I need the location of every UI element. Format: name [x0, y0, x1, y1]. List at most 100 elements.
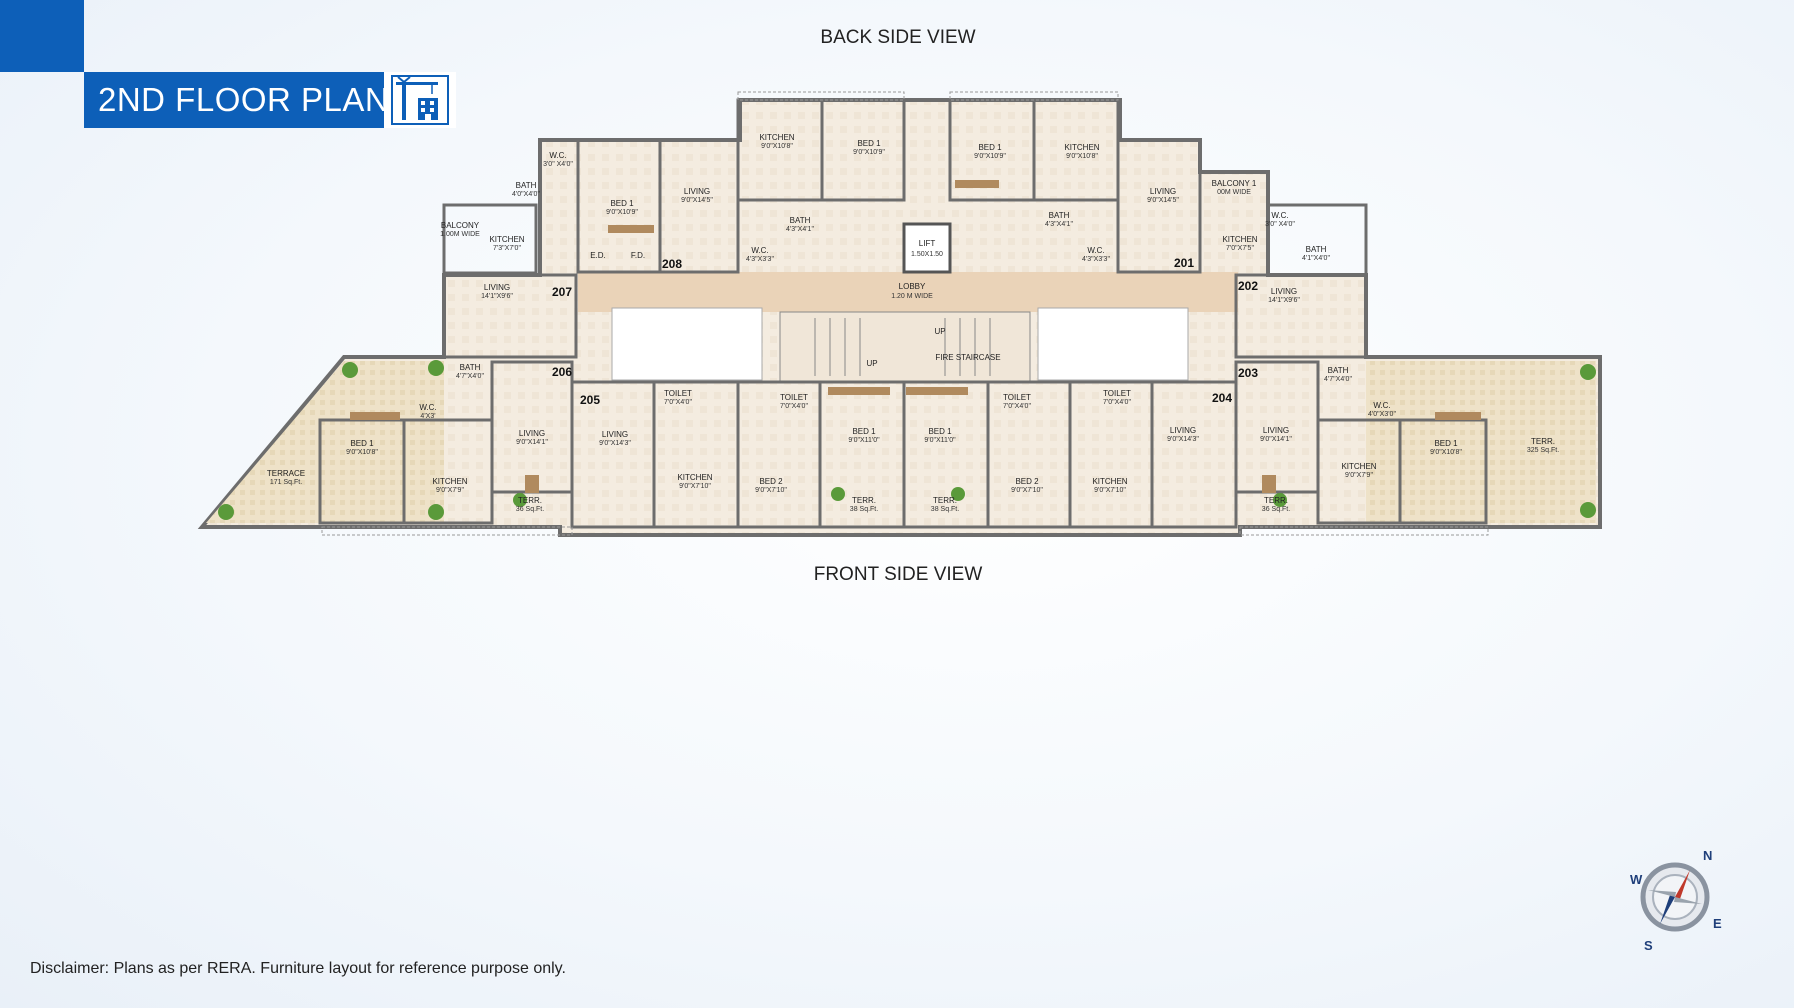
room-name: KITCHEN [432, 477, 467, 486]
room-name: BED 1 [857, 139, 881, 148]
room-name: TOILET [664, 389, 692, 398]
stair-up-label: UP [866, 359, 877, 368]
room-dimension: 9'0"X11'0" [924, 437, 956, 444]
room-name: TERR. [852, 496, 876, 505]
room-name: LIVING [519, 429, 545, 438]
room-name: BED 2 [759, 477, 783, 486]
fire-staircase-label: FIRE STAIRCASE [935, 353, 1000, 362]
room-dimension: 9'0"X11'0" [848, 437, 880, 444]
unit-number: 205 [580, 393, 600, 407]
plants [218, 360, 1596, 520]
room-name: TERR. [1264, 496, 1288, 505]
room-dimension: 9'0"X10'8" [1430, 449, 1462, 456]
compass-north: N [1703, 848, 1712, 863]
room-dimension: 4'3"X3'3" [1082, 256, 1110, 263]
room-name: W.C. [751, 246, 768, 255]
room-dimension: 171 Sq.Ft. [270, 479, 302, 486]
room-dimension: 38 Sq.Ft. [850, 506, 878, 513]
room-dimension: 7'0"X4'0" [1103, 399, 1131, 406]
room-name: KITCHEN [677, 473, 712, 482]
room-dimension: 9'0"X10'9" [853, 149, 885, 156]
room-dimension: 3'0" X4'0" [543, 161, 573, 168]
room-name: TOILET [1103, 389, 1131, 398]
room-dimension: 36 Sq.Ft. [1262, 506, 1290, 513]
room-labels: KITCHEN 9'0"X10'8" BED 1 9'0"X10'9" BED … [267, 133, 1559, 513]
room-name: TOILET [780, 393, 808, 402]
room-name: BED 1 [610, 199, 634, 208]
room-name: TERR. [933, 496, 957, 505]
unit-number: 208 [662, 257, 682, 271]
room-name: BED 1 [978, 143, 1002, 152]
room-name: BED 1 [1434, 439, 1458, 448]
unit-number: 202 [1238, 279, 1258, 293]
room-dimension: 9'0"X14'3" [599, 440, 631, 447]
furniture [350, 180, 1481, 493]
room-dimension: 4'0"X3'0" [1368, 411, 1396, 418]
room-name: KITCHEN [1092, 477, 1127, 486]
lift-dimension: 1.50X1.50 [911, 251, 943, 258]
room-name: LIVING [484, 283, 510, 292]
room-name: W.C. [1087, 246, 1104, 255]
room-name: W.C. [419, 403, 436, 412]
room-dimension: 9'0"X10'9" [606, 209, 638, 216]
room-name: BED 2 [1015, 477, 1039, 486]
room-name: W.C. [549, 151, 566, 160]
compass-south: S [1644, 938, 1653, 952]
back-side-view-label: BACK SIDE VIEW [820, 27, 976, 48]
room-name: TOILET [1003, 393, 1031, 402]
room-name: BATH [1049, 211, 1070, 220]
room-name: BED 1 [928, 427, 952, 436]
room-dimension: 1.00M WIDE [440, 231, 480, 238]
room-name: LIVING [684, 187, 710, 196]
room-dimension: 9'0"X7'10" [679, 483, 711, 490]
lift-label: LIFT [919, 239, 936, 248]
page-title: 2ND FLOOR PLAN [98, 81, 390, 118]
lobby-label: LOBBY [899, 282, 926, 291]
fd-label: F.D. [631, 251, 645, 260]
common-labels: LIFT 1.50X1.50 LOBBY 1.20 M WIDE FIRE ST… [590, 239, 1000, 368]
unit-number: 204 [1212, 391, 1232, 405]
lobby-dimension: 1.20 M WIDE [891, 293, 933, 300]
room-name: BATH [516, 181, 537, 190]
room-name: BATH [1328, 366, 1349, 375]
room-name: KITCHEN [489, 235, 524, 244]
room-name: KITCHEN [759, 133, 794, 142]
room-dimension: 9'0"X14'1" [1260, 436, 1292, 443]
room-name: BATH [790, 216, 811, 225]
room-dimension: 4'X3' [420, 413, 435, 420]
compass-east: E [1713, 916, 1722, 931]
room-dimension: 325 Sq.Ft. [1527, 447, 1559, 454]
room-name: LIVING [1170, 426, 1196, 435]
room-dimension: 7'0"X4'0" [1003, 403, 1031, 410]
room-dimension: 4'3"X4'1" [1045, 221, 1073, 228]
title-banner: 2ND FLOOR PLAN [84, 72, 456, 128]
room-name: BATH [1306, 245, 1327, 254]
room-dimension: 00M WIDE [1217, 189, 1251, 196]
unit-number: 201 [1174, 256, 1194, 270]
room-dimension: 9'0"X14'1" [516, 439, 548, 446]
room-name: KITCHEN [1064, 143, 1099, 152]
room-name: LIVING [1150, 187, 1176, 196]
room-dimension: 36 Sq.Ft. [516, 506, 544, 513]
room-dimension: 14'1"X9'6" [481, 293, 513, 300]
room-name: BALCONY [441, 221, 480, 230]
room-dimension: 7'0"X4'0" [664, 399, 692, 406]
room-name: LIVING [602, 430, 628, 439]
room-name: LIVING [1271, 287, 1297, 296]
stair-up-label: UP [934, 327, 945, 336]
room-dimension: 9'0"X14'5" [1147, 197, 1179, 204]
room-dimension: 7'3"X7'0" [493, 245, 521, 252]
unit-number: 206 [552, 365, 572, 379]
room-dimension: 9'0"X10'8" [1066, 153, 1098, 160]
room-dimension: 9'0"X14'3" [1167, 436, 1199, 443]
room-dimension: 7'0"X7'5" [1226, 245, 1254, 252]
room-name: W.C. [1271, 211, 1288, 220]
crane-building-icon [384, 72, 456, 128]
room-dimension: 4'3"X4'1" [786, 226, 814, 233]
corner-accent-block [0, 0, 84, 72]
room-dimension: 9'0"X7'10" [755, 487, 787, 494]
room-dimension: 9'0"X7'9" [436, 487, 464, 494]
room-dimension: 9'0"X10'8" [761, 143, 793, 150]
room-name: W.C. [1373, 401, 1390, 410]
